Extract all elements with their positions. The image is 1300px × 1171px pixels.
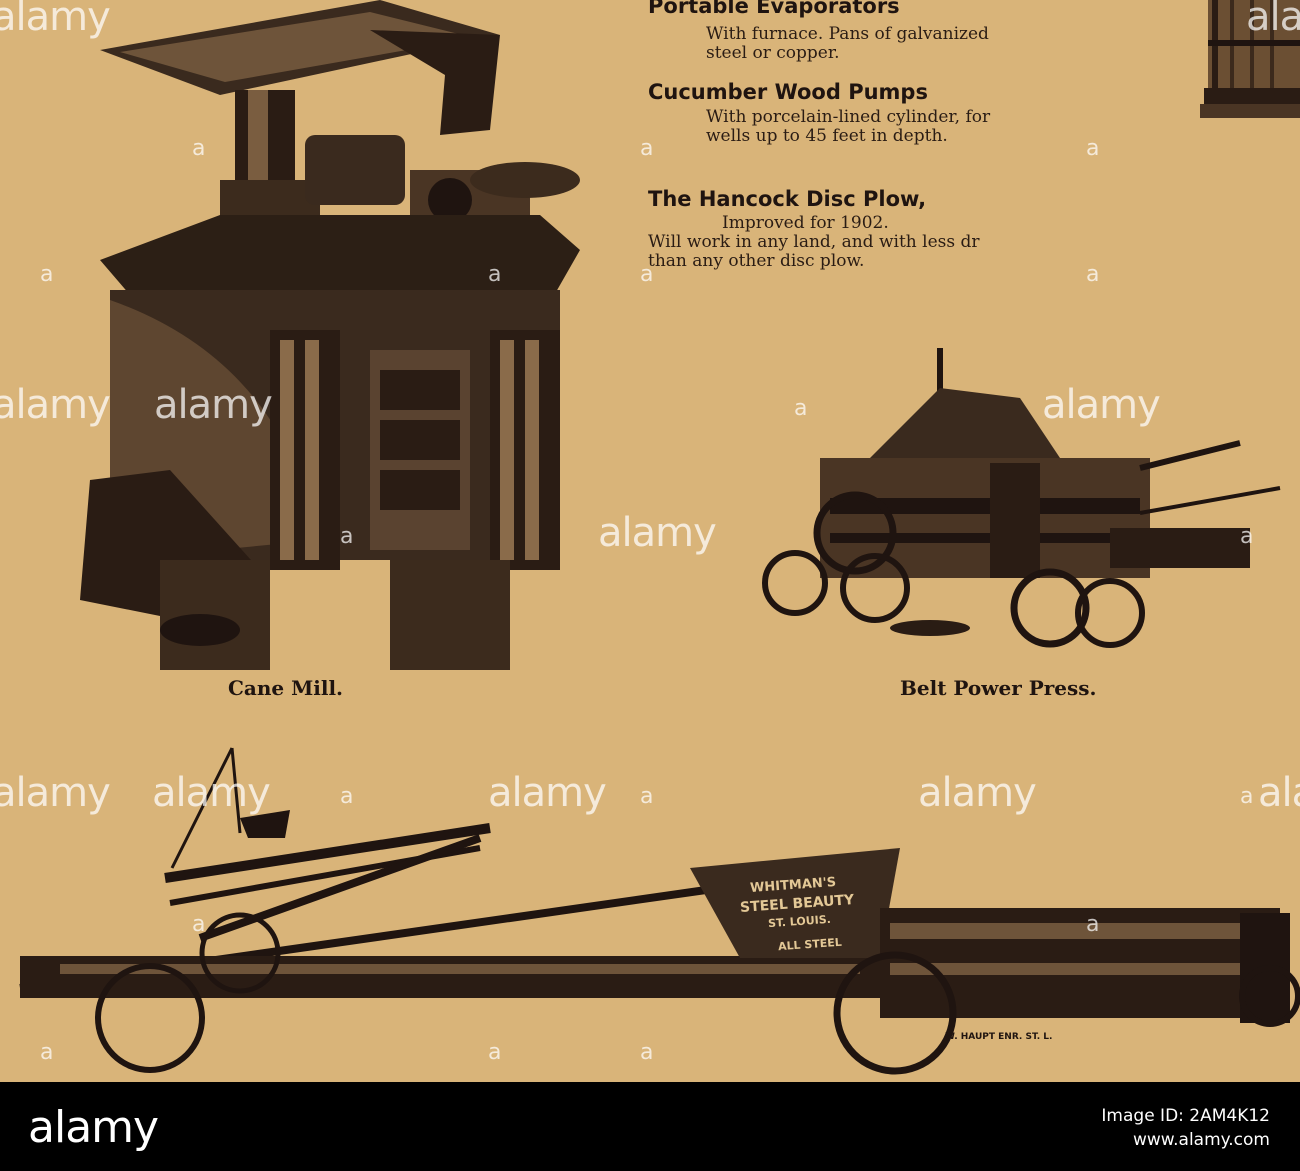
watermark-mark-13: a <box>1240 784 1254 809</box>
watermark-mark-2: a <box>640 136 654 161</box>
watermark-mark-15: a <box>1086 912 1100 937</box>
footer-logo: alamy <box>28 1102 159 1153</box>
pumps-title: Cucumber Wood Pumps <box>648 80 928 104</box>
watermark-5: alamy <box>1042 382 1161 428</box>
belt-power-press-caption: Belt Power Press. <box>900 676 1097 700</box>
pumps-line-1: With porcelain-lined cylinder, for <box>706 107 991 127</box>
watermark-7: alamy <box>0 770 111 816</box>
watermark-mark-5: a <box>488 262 502 287</box>
footer-meta: Image ID: 2AM4K12 www.alamy.com <box>1101 1104 1270 1152</box>
watermark-mark-9: a <box>340 524 354 549</box>
evaporators-title: Portable Evaporators <box>648 0 900 18</box>
image-id: Image ID: 2AM4K12 <box>1101 1106 1270 1126</box>
watermark-4: alamy <box>154 382 273 428</box>
plow-line-2: Will work in any land, and with less dr <box>648 232 980 252</box>
watermark-mark-17: a <box>488 1040 502 1065</box>
evaporators-line-2: steel or copper. <box>706 43 840 63</box>
watermark-2: alamy <box>1246 0 1300 40</box>
cane-mill-illustration <box>80 0 580 670</box>
belt-power-press-illustration <box>762 348 1281 648</box>
watermark-1: alamy <box>0 0 111 40</box>
watermark-mark-7: a <box>1086 262 1100 287</box>
barrel-illustration <box>1200 0 1300 118</box>
watermark-mark-14: a <box>192 912 206 937</box>
watermark-mark-6: a <box>640 262 654 287</box>
watermark-mark-12: a <box>640 784 654 809</box>
watermark-mark-4: a <box>40 262 54 287</box>
watermark-10: alamy <box>918 770 1037 816</box>
watermark-mark-16: a <box>40 1040 54 1065</box>
watermark-mark-1: a <box>192 136 206 161</box>
plow-title: The Hancock Disc Plow, <box>648 187 927 211</box>
plow-line-3: than any other disc plow. <box>648 251 865 271</box>
advertisement-page: Portable Evaporators With furnace. Pans … <box>0 0 1300 1082</box>
watermark-9: alamy <box>488 770 607 816</box>
engraver-credit: W. HAUPT ENR. ST. L. <box>945 1032 1053 1042</box>
steel-beauty-press-illustration <box>19 747 1300 1075</box>
evaporators-line-1: With furnace. Pans of galvanized <box>706 24 989 44</box>
watermark-mark-10: a <box>1240 524 1254 549</box>
watermark-11: alamy <box>1258 770 1300 816</box>
watermark-mark-8: a <box>794 396 808 421</box>
watermark-mark-11: a <box>340 784 354 809</box>
watermark-mark-18: a <box>640 1040 654 1065</box>
watermark-3: alamy <box>0 382 111 428</box>
watermark-6: alamy <box>598 510 717 556</box>
watermark-mark-3: a <box>1086 136 1100 161</box>
pumps-line-2: wells up to 45 feet in depth. <box>706 126 948 146</box>
watermark-8: alamy <box>152 770 271 816</box>
cane-mill-caption: Cane Mill. <box>228 676 343 700</box>
footer-bar: alamy Image ID: 2AM4K12 www.alamy.com <box>0 1082 1300 1171</box>
plow-line-1: Improved for 1902. <box>722 213 889 233</box>
site-url: www.alamy.com <box>1132 1130 1270 1150</box>
